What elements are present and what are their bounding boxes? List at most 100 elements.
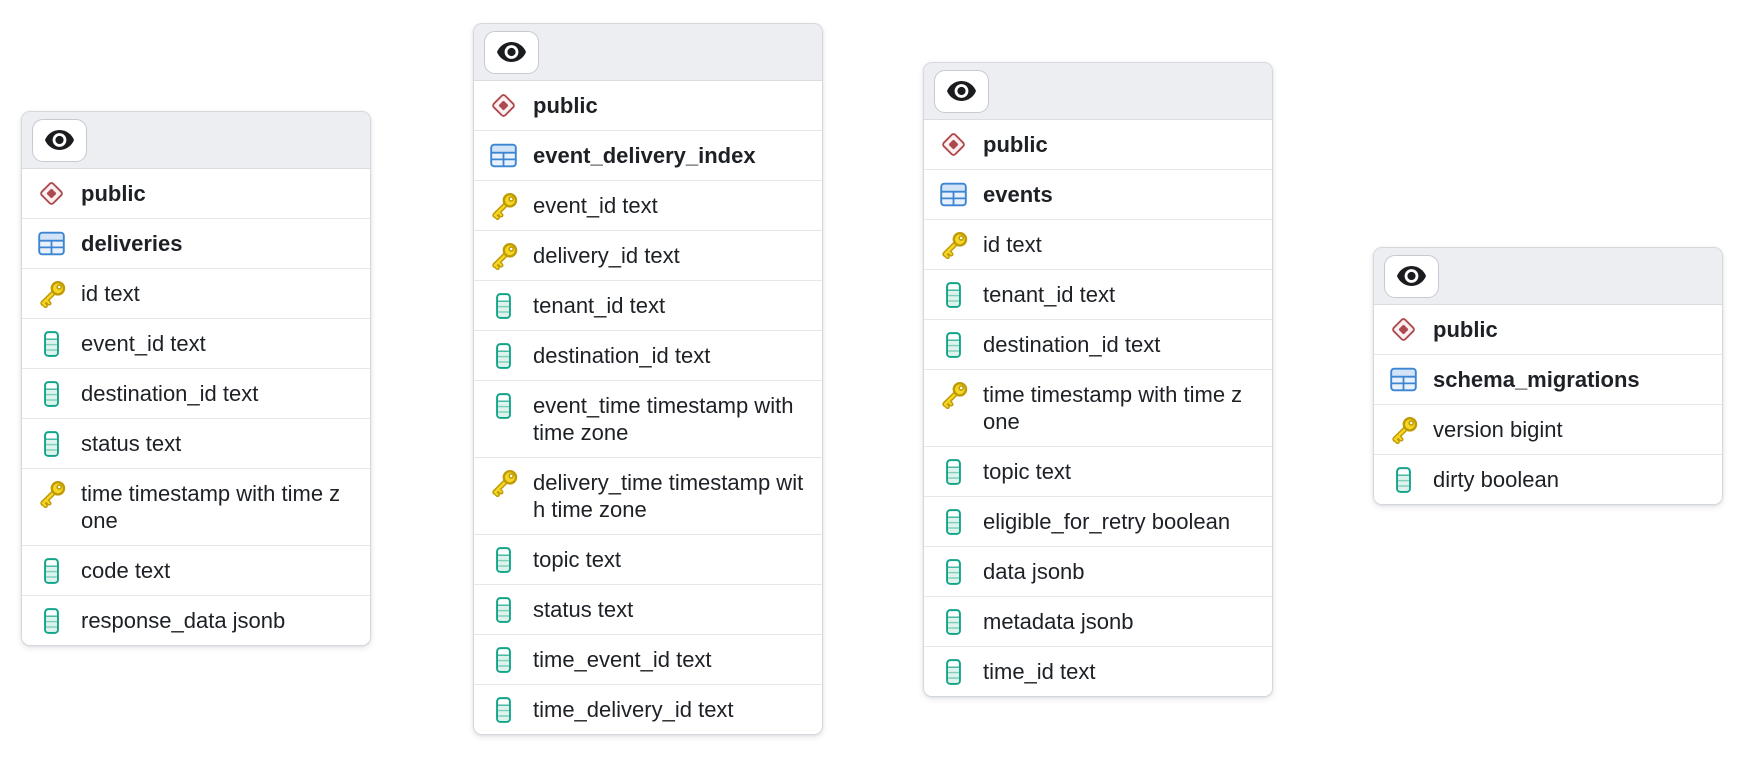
column-row[interactable]: eligible_for_retry boolean	[924, 496, 1272, 546]
column-row[interactable]: event_id text	[22, 318, 370, 368]
icon-cell	[474, 596, 533, 623]
key-icon	[489, 192, 519, 220]
table-card-header	[22, 112, 370, 169]
icon-cell	[474, 696, 533, 723]
column-row[interactable]: time_event_id text	[474, 634, 822, 684]
column-row[interactable]: dirty boolean	[1374, 454, 1722, 504]
column-row[interactable]: status text	[22, 418, 370, 468]
column-row[interactable]: id text	[924, 219, 1272, 269]
column-row[interactable]: time timestamp with time zone	[924, 369, 1272, 446]
column-row[interactable]: delivery_time timestamp with time zone	[474, 457, 822, 534]
key-icon	[37, 480, 67, 508]
table-card-deliveries[interactable]: public deliveries id text event_id text …	[21, 111, 371, 646]
table-name-row[interactable]: schema_migrations	[1374, 354, 1722, 404]
column-icon	[946, 332, 961, 358]
table-name-row[interactable]: deliveries	[22, 218, 370, 268]
icon-cell	[474, 192, 533, 219]
table-card-event-delivery-index[interactable]: public event_delivery_index event_id tex…	[473, 23, 823, 735]
column-row[interactable]: data jsonb	[924, 546, 1272, 596]
column-label: delivery_id text	[533, 243, 680, 268]
column-row[interactable]: response_data jsonb	[22, 595, 370, 645]
table-grid-icon	[38, 231, 65, 256]
schema-row[interactable]: public	[22, 169, 370, 218]
icon-cell	[22, 380, 81, 407]
table-name-row[interactable]: events	[924, 169, 1272, 219]
table-card-header	[474, 24, 822, 81]
column-row[interactable]: time_id text	[924, 646, 1272, 696]
schema-row[interactable]: public	[1374, 305, 1722, 354]
column-label: time timestamp with time zone	[81, 481, 341, 533]
column-label: time_delivery_id text	[533, 697, 734, 722]
column-label: destination_id text	[81, 381, 259, 406]
toggle-visibility-button[interactable]	[1384, 254, 1439, 298]
column-icon	[496, 393, 511, 419]
icon-cell	[474, 142, 533, 169]
column-row[interactable]: version bigint	[1374, 404, 1722, 454]
eye-icon	[1396, 265, 1427, 287]
column-label: destination_id text	[983, 332, 1161, 357]
icon-cell	[22, 430, 81, 457]
icon-cell	[22, 607, 81, 634]
table-name-row[interactable]: event_delivery_index	[474, 130, 822, 180]
schema-diamond-icon	[490, 92, 517, 119]
icon-cell	[474, 469, 533, 496]
column-label: status text	[533, 597, 634, 622]
toggle-visibility-button[interactable]	[32, 118, 87, 162]
column-label: delivery_time timestamp with time zone	[533, 470, 804, 522]
icon-cell	[22, 330, 81, 357]
column-row[interactable]: topic text	[924, 446, 1272, 496]
schema-row[interactable]: public	[474, 81, 822, 130]
column-icon	[946, 659, 961, 685]
icon-cell	[1374, 366, 1433, 393]
icon-cell	[474, 92, 533, 119]
column-icon	[44, 331, 59, 357]
column-icon	[44, 431, 59, 457]
table-card-schema-migrations[interactable]: public schema_migrations version bigint …	[1373, 247, 1723, 505]
column-label: code text	[81, 558, 171, 583]
column-label: time_id text	[983, 659, 1096, 684]
toggle-visibility-button[interactable]	[934, 69, 989, 113]
schema-row[interactable]: public	[924, 120, 1272, 169]
column-label: dirty boolean	[1433, 467, 1559, 492]
column-row[interactable]: id text	[22, 268, 370, 318]
column-row[interactable]: delivery_id text	[474, 230, 822, 280]
column-label: topic text	[983, 459, 1072, 484]
schema-diamond-icon	[940, 131, 967, 158]
column-row[interactable]: time timestamp with time zone	[22, 468, 370, 545]
icon-cell	[474, 292, 533, 319]
toggle-visibility-button[interactable]	[484, 30, 539, 74]
icon-cell	[924, 508, 983, 535]
column-row[interactable]: time_delivery_id text	[474, 684, 822, 734]
column-row[interactable]: status text	[474, 584, 822, 634]
icon-cell	[474, 342, 533, 369]
column-row[interactable]: destination_id text	[474, 330, 822, 380]
column-label: event_time timestamp with time zone	[533, 393, 794, 445]
column-icon	[946, 282, 961, 308]
column-label: destination_id text	[533, 343, 711, 368]
column-row[interactable]: destination_id text	[924, 319, 1272, 369]
schema-diamond-icon	[1390, 316, 1417, 343]
column-label: event_id text	[533, 193, 658, 218]
column-icon	[496, 697, 511, 723]
table-card-events[interactable]: public events id text tenant_id text des…	[923, 62, 1273, 697]
column-label: eligible_for_retry boolean	[983, 509, 1231, 534]
column-row[interactable]: tenant_id text	[924, 269, 1272, 319]
icon-cell	[924, 658, 983, 685]
column-label: time timestamp with time zone	[983, 382, 1243, 434]
icon-cell	[1374, 316, 1433, 343]
column-row[interactable]: event_time timestamp with time zone	[474, 380, 822, 457]
column-row[interactable]: destination_id text	[22, 368, 370, 418]
key-icon	[37, 280, 67, 308]
schema-name: public	[1433, 317, 1498, 342]
eye-icon	[496, 41, 527, 63]
column-row[interactable]: tenant_id text	[474, 280, 822, 330]
column-label: status text	[81, 431, 182, 456]
column-row[interactable]: code text	[22, 545, 370, 595]
column-row[interactable]: topic text	[474, 534, 822, 584]
icon-cell	[22, 280, 81, 307]
key-icon	[1389, 416, 1419, 444]
column-row[interactable]: metadata jsonb	[924, 596, 1272, 646]
column-icon	[44, 381, 59, 407]
column-row[interactable]: event_id text	[474, 180, 822, 230]
